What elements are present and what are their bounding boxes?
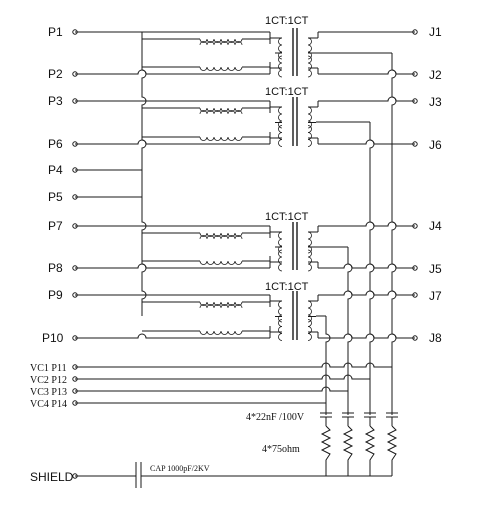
pin-label-j3: J3: [429, 95, 442, 109]
xfmr-1-choke-coil-c: [199, 66, 243, 71]
pin-label-p6: P6: [48, 137, 63, 151]
xfmr-2-choke-coil-c: [199, 136, 243, 141]
xfmr-3-secondary-coil: [307, 231, 312, 254]
pin-label-p2: P2: [48, 67, 63, 81]
shield-label: SHIELD: [30, 470, 74, 484]
line-vc1: [75, 362, 392, 368]
line-j4: [318, 221, 415, 227]
xfmr-1-choke-coil-b: [199, 41, 243, 46]
xfmr-1-bot-line: [75, 69, 270, 75]
xfmr-3-choke-coil-a: [199, 232, 243, 237]
xfmr-3-primary-coil: [278, 231, 283, 254]
ct-vertical-1: [391, 53, 397, 415]
transformer-1-label: 1CT:1CT: [265, 15, 309, 27]
xfmr-4-primary-coil: [278, 319, 283, 341]
xfmr-1-secondary-coil: [307, 37, 312, 60]
xfmr-3-choke-coil-c: [199, 260, 243, 265]
pin-label-j8: J8: [429, 331, 442, 345]
xfmr-2-choke-coil-a: [199, 107, 243, 112]
pin-label-j7: J7: [429, 289, 442, 303]
pin-label-j2: J2: [429, 68, 442, 82]
xfmr-4-choke-coil-a: [199, 301, 243, 306]
xfmr-1-choke-coil-a: [199, 38, 243, 43]
xfmr-1-primary-coil: [278, 37, 283, 60]
pin-label-j1: J1: [429, 25, 442, 39]
xfmr-2-bot-line: [75, 139, 270, 145]
xfmr-3-bot-line: [75, 263, 270, 269]
xfmr-2-primary-coil: [278, 125, 283, 147]
resistor-3: [364, 425, 376, 476]
resistor-4: [386, 425, 398, 476]
line-j7: [318, 290, 415, 296]
transformer-4-label: 1CT:1CT: [265, 281, 309, 293]
ct-vertical-4: [325, 316, 331, 415]
vc1-label: VC1 P11: [30, 363, 67, 374]
xfmr-4-secondary-coil: [307, 300, 312, 323]
pin-label-j6: J6: [429, 138, 442, 152]
xfmr-2-primary-coil: [278, 106, 283, 129]
vc3-label: VC3 P13: [30, 387, 67, 398]
vc4-label: VC4 P14: [30, 399, 67, 410]
line-j6: [318, 139, 415, 145]
pin-label-p1: P1: [48, 25, 63, 39]
line-j2: [318, 69, 415, 75]
line-j3: [318, 96, 415, 102]
xfmr-3-secondary-coil: [307, 249, 312, 272]
xfmr-4-primary-coil: [278, 300, 283, 323]
pin-label-p4: P4: [48, 163, 63, 177]
left-bus: [141, 32, 147, 316]
xfmr-4-bot-line: [75, 333, 270, 339]
pin-label-p10: P10: [42, 331, 64, 345]
xfmr-2-secondary-coil: [307, 106, 312, 129]
ct-vertical-2: [369, 122, 375, 415]
line-vc3: [75, 386, 348, 392]
resistor-label: 4*75ohm: [262, 444, 300, 455]
xfmr-4-choke-coil-b: [199, 304, 243, 309]
xfmr-3-choke-coil-b: [199, 235, 243, 240]
pin-label-p7: P7: [48, 219, 63, 233]
pin-label-j5: J5: [429, 262, 442, 276]
vc2-label: VC2 P12: [30, 375, 67, 386]
line-vc2: [75, 374, 370, 380]
transformer-3-label: 1CT:1CT: [265, 211, 309, 223]
xfmr-3-primary-coil: [278, 249, 283, 272]
xfmr-1-primary-coil: [278, 55, 283, 78]
line-j5: [318, 263, 415, 269]
pin-label-p8: P8: [48, 261, 63, 275]
line-j8: [318, 333, 415, 339]
pin-label-p3: P3: [48, 94, 63, 108]
xfmr-4-choke-coil-c: [199, 330, 243, 335]
ct-vertical-3: [347, 247, 353, 415]
xfmr-4-secondary-coil: [307, 319, 312, 341]
pin-label-j4: J4: [429, 219, 442, 233]
cap-bank-label: 4*22nF /100V: [246, 412, 305, 423]
xfmr-1-secondary-coil: [307, 55, 312, 78]
wiring: [72, 28, 418, 488]
shield-cap-label: CAP 1000pF/2KV: [150, 464, 210, 473]
pin-label-p5: P5: [48, 190, 63, 204]
xfmr-2-choke-coil-b: [199, 110, 243, 115]
pin-label-p9: P9: [48, 288, 63, 302]
resistor-2: [342, 425, 354, 476]
xfmr-2-secondary-coil: [307, 125, 312, 147]
transformer-2-label: 1CT:1CT: [265, 86, 309, 98]
resistor-1: [320, 425, 332, 476]
